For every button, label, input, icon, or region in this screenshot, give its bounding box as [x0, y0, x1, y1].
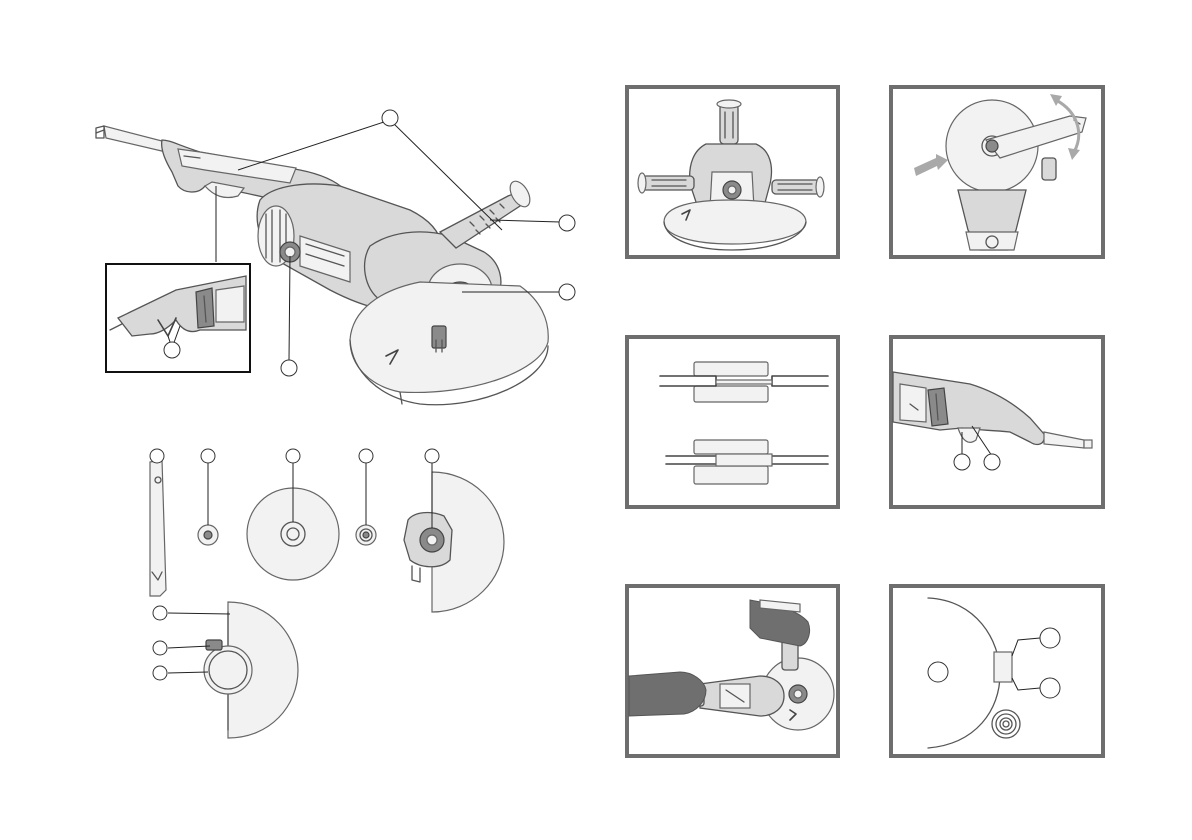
callout-marker [382, 110, 398, 126]
side-handle [440, 195, 521, 248]
panel-spindle-lock [891, 87, 1103, 257]
panel-flange-orientation [627, 337, 838, 507]
callout-marker [954, 454, 970, 470]
callout-marker [286, 449, 300, 463]
callout-marker [359, 449, 373, 463]
callout-marker [153, 666, 167, 680]
guard-with-gearhead [404, 460, 504, 612]
callout-marker [425, 449, 439, 463]
switch-detail-inset [106, 264, 250, 372]
callout-marker [928, 662, 948, 682]
callout-marker [201, 449, 215, 463]
clamping-nut [356, 460, 376, 545]
panel-handle-positions [627, 87, 838, 257]
left-hand [629, 672, 706, 716]
callout-marker [559, 284, 575, 300]
inner-flange [198, 460, 218, 545]
callout-marker [1040, 628, 1060, 648]
guard-detail [153, 602, 298, 738]
panel-brush-wear [891, 586, 1103, 756]
callout-marker [281, 360, 297, 376]
panel-two-hand-grip [627, 586, 838, 756]
callout-marker [984, 454, 1000, 470]
callout-marker [1040, 678, 1060, 698]
panel-switch-lock [891, 337, 1103, 507]
callout-marker [153, 641, 167, 655]
callout-marker [153, 606, 167, 620]
callout-marker [559, 215, 575, 231]
accessories-row [150, 449, 504, 612]
callout-marker [150, 449, 164, 463]
spanner [150, 460, 166, 596]
grinding-disc [247, 460, 339, 580]
callout-marker [164, 342, 180, 358]
wheel-guard [350, 282, 548, 392]
